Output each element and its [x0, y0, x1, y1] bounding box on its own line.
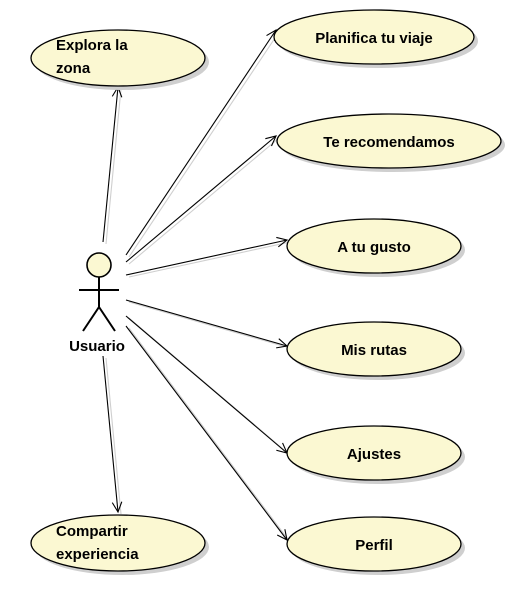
use-case-label: Perfil [355, 537, 393, 554]
association-shadow [128, 31, 280, 258]
use-case-label: Mis rutas [341, 342, 407, 359]
association-explora [102, 86, 119, 243]
use-case-perfil: Perfil [286, 516, 465, 575]
use-case-label: A tu gusto [337, 239, 411, 256]
use-case-ajustes: Ajustes [286, 425, 465, 484]
association-shadow [105, 357, 122, 515]
association-shadow [128, 327, 291, 543]
actor-right-leg [98, 306, 116, 332]
use-case-label: experiencia [56, 546, 139, 563]
association-compartir [102, 355, 119, 513]
use-case-explora: Explora la zona [30, 29, 209, 90]
actor-label: Usuario [69, 338, 125, 355]
use-case-ellipse [286, 321, 462, 377]
association-gusto [125, 239, 288, 276]
use-case-label: Ajustes [347, 446, 401, 463]
association-perfil [125, 325, 288, 541]
association-shadow [128, 137, 280, 265]
use-case-recomendamos: Te recomendamos [276, 113, 505, 172]
use-case-ellipse [286, 218, 462, 274]
associations-layer [102, 28, 289, 542]
use-case-compartir: Compartir experiencia [30, 514, 209, 575]
actor-left-leg [82, 306, 100, 332]
arrowhead-gusto [276, 236, 289, 248]
use-case-planifica: Planifica tu viaje [273, 9, 478, 68]
use-case-ellipse [273, 9, 475, 65]
use-case-ellipse [286, 516, 462, 572]
use-case-ellipse [30, 514, 206, 572]
arrowhead-recomendamos [265, 135, 277, 147]
use-case-label: Te recomendamos [323, 134, 454, 151]
use-case-label: Compartir [56, 523, 128, 540]
use-case-ellipse [276, 113, 502, 169]
association-recomendamos [125, 135, 277, 263]
use-case-label: Planifica tu viaje [315, 30, 433, 47]
association-planifica [125, 29, 277, 256]
arrowhead-perfil [276, 529, 288, 542]
arrowhead-compartir [111, 501, 123, 514]
actor-head [86, 252, 112, 278]
association-shadow [128, 301, 291, 349]
use-case-gusto: A tu gusto [286, 218, 465, 277]
use-case-rutas: Mis rutas [286, 321, 465, 380]
actor-usuario: Usuario [69, 252, 125, 355]
use-case-ellipse [286, 425, 462, 481]
association-rutas [125, 299, 288, 347]
association-shadow [128, 241, 291, 278]
shadow-layer [105, 31, 291, 543]
use-cases-layer: Explora la zona Planifica tu viaje Te recom… [30, 9, 505, 575]
association-shadow [105, 88, 122, 245]
use-case-label: zona [56, 60, 91, 77]
use-case-label: Explora la [56, 37, 128, 54]
association-ajustes [125, 315, 288, 454]
use-case-ellipse [30, 29, 206, 87]
